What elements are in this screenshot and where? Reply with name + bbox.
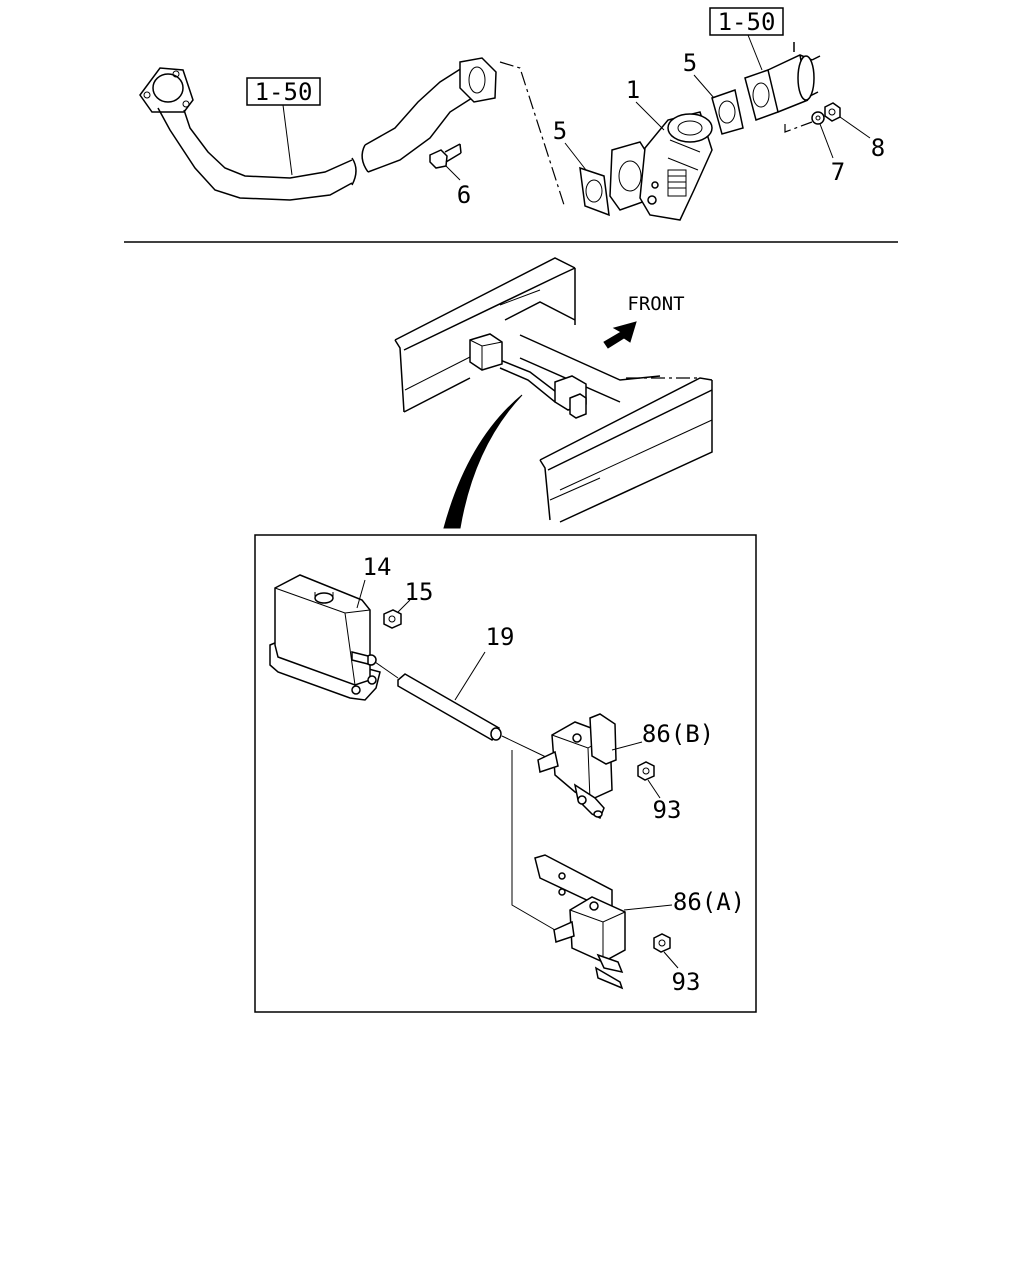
ref-box-right-label: 1-50 bbox=[718, 8, 776, 36]
tail-pipe-flange bbox=[744, 42, 821, 121]
nut-15: 15 bbox=[383, 578, 433, 629]
washer-7: 7 bbox=[811, 111, 845, 186]
callout-86a: 86(A) bbox=[673, 888, 745, 916]
exhaust-brake-grille bbox=[667, 169, 687, 197]
callout-1: 1 bbox=[626, 76, 640, 104]
valve-86b: 86(B) bbox=[537, 713, 714, 820]
front-label: FRONT bbox=[627, 293, 684, 315]
nut-8: 8 bbox=[824, 102, 885, 162]
callout-86b: 86(B) bbox=[642, 720, 714, 748]
nut-93-upper: 93 bbox=[637, 761, 682, 824]
callout-5a: 5 bbox=[553, 117, 567, 145]
bolt-6: 6 bbox=[429, 143, 471, 209]
frame-reservoir bbox=[469, 333, 503, 371]
valve-86a: 86(A) bbox=[534, 854, 745, 990]
front-exhaust-pipe bbox=[139, 57, 497, 201]
frame-valve bbox=[554, 375, 587, 419]
ref-box-right: 1-50 bbox=[709, 7, 784, 71]
callout-93b: 93 bbox=[672, 968, 701, 996]
callout-8: 8 bbox=[871, 134, 885, 162]
callout-19: 19 bbox=[486, 623, 515, 651]
callout-93a: 93 bbox=[653, 796, 682, 824]
gasket-5-left: 5 bbox=[553, 117, 610, 217]
ref-box-left-label: 1-50 bbox=[255, 78, 313, 106]
callout-7: 7 bbox=[831, 158, 845, 186]
hose-19: 19 bbox=[374, 623, 515, 742]
gasket-5-right: 5 bbox=[683, 49, 744, 135]
detail-pointer bbox=[443, 394, 523, 529]
callout-5b: 5 bbox=[683, 49, 697, 77]
exhaust-brake-1: 1 bbox=[609, 76, 713, 221]
nut-93-lower: 93 bbox=[653, 933, 701, 996]
air-tank-14: 14 bbox=[269, 553, 392, 701]
ref-box-left: 1-50 bbox=[246, 77, 321, 176]
detail-frame bbox=[254, 534, 757, 1013]
callout-14: 14 bbox=[363, 553, 392, 581]
callout-6: 6 bbox=[457, 181, 471, 209]
front-direction-arrow: FRONT bbox=[603, 293, 685, 349]
